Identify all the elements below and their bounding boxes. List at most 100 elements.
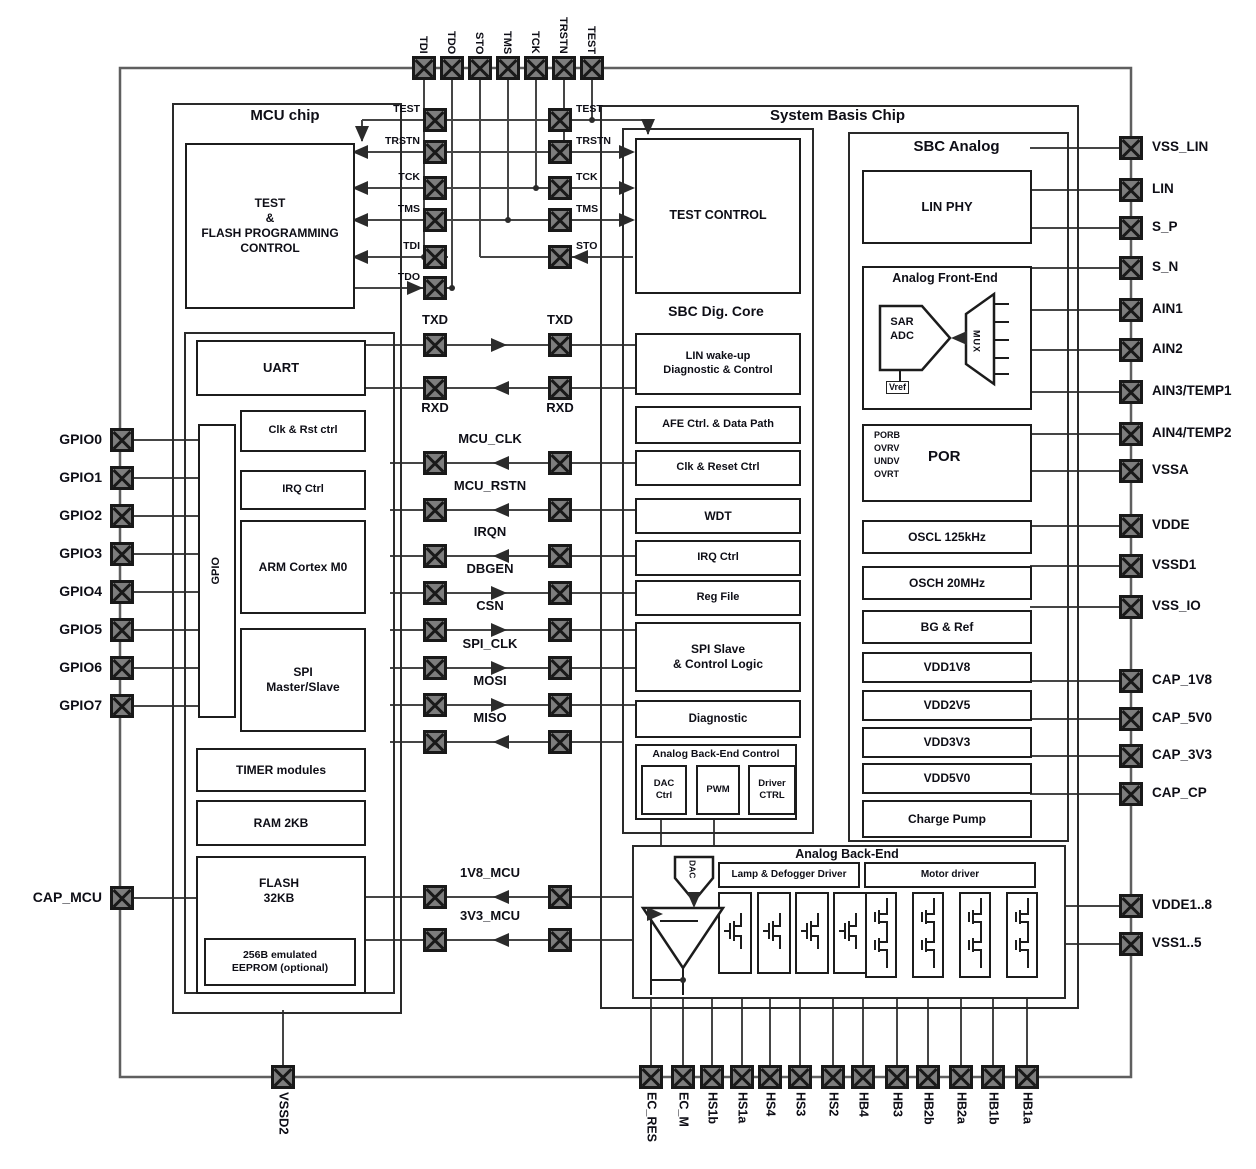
pin-label-sto: STO bbox=[472, 31, 485, 54]
hs-driver-cell bbox=[757, 892, 791, 974]
pin-label-vssd2: VSSD2 bbox=[276, 1092, 292, 1135]
pad-tdo bbox=[440, 56, 464, 80]
sig-label-mcu-tdi: TDI bbox=[403, 240, 420, 252]
pad-miso-mcu bbox=[423, 730, 447, 754]
pin-label-ain3-temp1: AIN3/TEMP1 bbox=[1152, 383, 1232, 398]
clk-reset-ctrl-block: Clk & Reset Ctrl bbox=[635, 450, 801, 486]
afe-ctrl-data-path-block: AFE Ctrl. & Data Path bbox=[635, 406, 801, 444]
pad-mcu-rstn-sbc bbox=[548, 498, 572, 522]
pin-label-vdde1-8: VDDE1..8 bbox=[1152, 897, 1213, 912]
pad-hb2a bbox=[949, 1065, 973, 1089]
pin-label-ain4-temp2: AIN4/TEMP2 bbox=[1152, 425, 1232, 440]
sig-label-mcu-rstn: MCU_RSTN bbox=[453, 478, 527, 493]
pin-label-trstn: TRSTN bbox=[556, 17, 569, 54]
pad-rxd-mcu bbox=[423, 376, 447, 400]
pin-label-hs4: HS4 bbox=[763, 1092, 778, 1117]
gpio-block-label: GPIO bbox=[210, 557, 223, 585]
sig-label-sbc-test: TEST bbox=[576, 103, 603, 115]
pin-label-hs3: HS3 bbox=[793, 1092, 808, 1117]
pin-label-hb3: HB3 bbox=[890, 1092, 905, 1118]
pad-cap-1v8 bbox=[1119, 669, 1143, 693]
pad-csn-mcu bbox=[423, 618, 447, 642]
pin-label-gpio6: GPIO6 bbox=[59, 659, 102, 675]
pin-label-ec-res: EC_RES bbox=[644, 1092, 659, 1143]
uart-block: UART bbox=[196, 340, 366, 396]
pad-sbc-sto bbox=[548, 245, 572, 269]
arm-cortex-m0-block: ARM Cortex M0 bbox=[240, 520, 366, 614]
pad-gpio1 bbox=[110, 466, 134, 490]
hb-driver-cell bbox=[959, 892, 991, 978]
pad-sbc-tms bbox=[548, 208, 572, 232]
pad-txd-sbc bbox=[548, 333, 572, 357]
pad-vssd2 bbox=[271, 1065, 295, 1089]
spi-master-slave-block: SPI Master/Slave bbox=[240, 628, 366, 732]
pad-tms bbox=[496, 56, 520, 80]
pad-vss1-5 bbox=[1119, 932, 1143, 956]
pin-label-gpio1: GPIO1 bbox=[59, 469, 102, 485]
pad-hs1b bbox=[700, 1065, 724, 1089]
sig-label-sbc-tck: TCK bbox=[576, 171, 598, 183]
pad-cap-3v3 bbox=[1119, 744, 1143, 768]
clk-rst-ctrl-block: Clk & Rst ctrl bbox=[240, 410, 366, 452]
sbc-analog-box bbox=[848, 132, 1069, 842]
pin-label-hs1a: HS1a bbox=[735, 1092, 750, 1124]
por-block bbox=[862, 424, 1032, 502]
pin-label-vssa: VSSA bbox=[1152, 462, 1189, 477]
pad-gpio3 bbox=[110, 542, 134, 566]
hb-driver-cell bbox=[912, 892, 944, 978]
pad-vdde bbox=[1119, 514, 1143, 538]
pad-lin bbox=[1119, 178, 1143, 202]
sig-label-csn: CSN bbox=[476, 598, 504, 613]
mcu-chip-title: MCU chip bbox=[250, 107, 320, 124]
vdd1v8-block: VDD1V8 bbox=[862, 652, 1032, 683]
pin-label-tck: TCK bbox=[528, 31, 541, 54]
sig-label-rxd-right: RXD bbox=[546, 400, 574, 415]
sbc-box bbox=[600, 105, 1079, 1009]
pin-label-vss-lin: VSS_LIN bbox=[1152, 139, 1209, 154]
sbc-dig-core-box bbox=[622, 128, 814, 834]
pad-mcu-tck bbox=[423, 176, 447, 200]
pad-ain2 bbox=[1119, 338, 1143, 362]
gpio-block: GPIO bbox=[198, 424, 236, 718]
pad-csn-sbc bbox=[548, 618, 572, 642]
pad-s-p bbox=[1119, 216, 1143, 240]
sig-label-mcu-tck: TCK bbox=[398, 171, 420, 183]
pad-ec-m bbox=[671, 1065, 695, 1089]
pad-hb1b bbox=[981, 1065, 1005, 1089]
lamp-defogger-driver-header: Lamp & Defogger Driver bbox=[718, 862, 860, 888]
pin-label-vdde: VDDE bbox=[1152, 517, 1190, 532]
pad-3v3-mcu-left bbox=[423, 928, 447, 952]
pin-label-s-p: S_P bbox=[1152, 219, 1178, 234]
pin-label-cap-1v8: CAP_1V8 bbox=[1152, 672, 1213, 687]
pin-label-hb2b: HB2b bbox=[921, 1092, 936, 1125]
osch-block: OSCH 20MHz bbox=[862, 566, 1032, 600]
pad-dbgen-mcu bbox=[423, 581, 447, 605]
sig-label-miso: MISO bbox=[473, 710, 507, 725]
analog-front-end-title: Analog Front-End bbox=[892, 271, 998, 285]
afe-adc-mux-graphic bbox=[878, 291, 1009, 387]
pin-label-cap-mcu: CAP_MCU bbox=[32, 889, 102, 905]
pad-mcu-tdo bbox=[423, 276, 447, 300]
pad-hb2b bbox=[916, 1065, 940, 1089]
sig-label-sbc-tms: TMS bbox=[576, 203, 599, 215]
pin-label-tms: TMS bbox=[500, 30, 513, 54]
por-flags: PORB OVRV UNDV OVRT bbox=[874, 430, 901, 480]
pin-label-ain2: AIN2 bbox=[1152, 341, 1183, 356]
hb-driver-cell bbox=[865, 892, 897, 978]
pad-gpio7 bbox=[110, 694, 134, 718]
sig-label-mosi: MOSI bbox=[473, 673, 507, 688]
mcu-chip-box bbox=[172, 103, 402, 1014]
sig-label-irqn: IRQN bbox=[473, 524, 507, 539]
pad-mosi-sbc bbox=[548, 693, 572, 717]
pin-label-hb2a: HB2a bbox=[954, 1092, 969, 1124]
pin-label-hs1b: HS1b bbox=[705, 1092, 720, 1124]
pad-vss-lin bbox=[1119, 136, 1143, 160]
lin-wakeup-block: LIN wake-up Diagnostic & Control bbox=[635, 333, 801, 395]
test-control-block: TEST CONTROL bbox=[635, 138, 801, 294]
sig-label-mcu-clk: MCU_CLK bbox=[458, 431, 522, 446]
pin-label-ain1: AIN1 bbox=[1152, 301, 1183, 316]
dac-pentagon bbox=[673, 855, 715, 903]
diagnostic-block: Diagnostic bbox=[635, 700, 801, 738]
pad-irqn-mcu bbox=[423, 544, 447, 568]
sig-label-txd-right: TXD bbox=[547, 312, 573, 327]
